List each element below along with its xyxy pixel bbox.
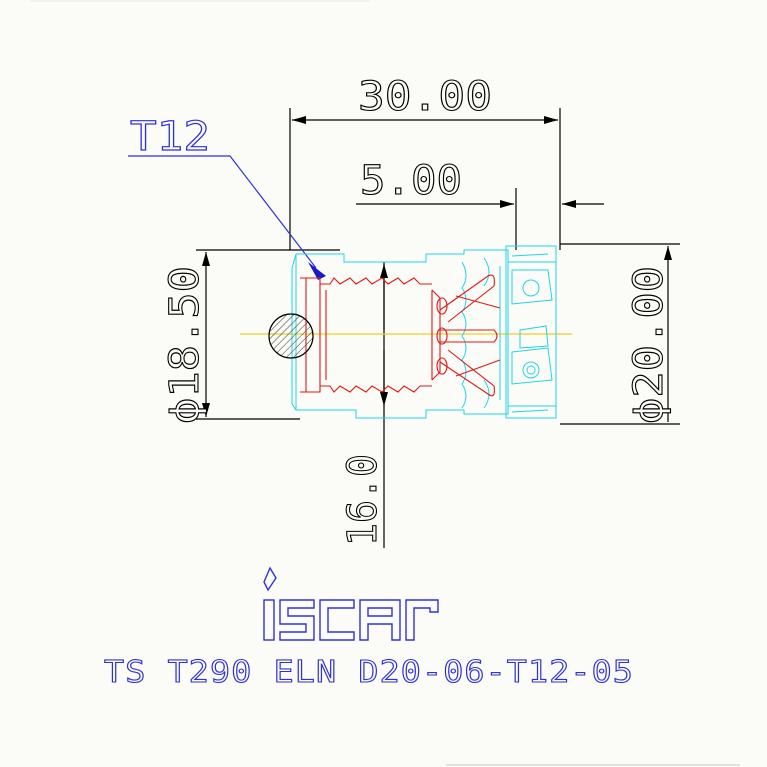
- dimension-insert-offset: 5.00: [356, 157, 604, 250]
- leader-arrowhead: [308, 262, 326, 280]
- dim-20-label: ϕ20.00: [626, 266, 672, 424]
- dimension-cutting-diameter: ϕ20.00: [560, 243, 680, 425]
- tool-body-outline: [291, 245, 557, 419]
- thread-section: [300, 274, 501, 397]
- dimension-shank-diameter: ϕ18.50: [161, 249, 340, 425]
- dimension-depth: 16.0: [339, 262, 388, 548]
- dim-18-label: ϕ18.50: [162, 266, 208, 424]
- dimension-overall-length: 30.00: [289, 73, 561, 250]
- dim-16-label: 16.0: [340, 454, 386, 546]
- dim-30-label: 30.00: [358, 74, 492, 120]
- thread-label: T12: [130, 114, 210, 160]
- dim-5-label: 5.00: [360, 158, 462, 204]
- section-circle: [268, 313, 314, 359]
- tool-designation: TS T290 ELN D20-06-T12-05: [104, 655, 634, 690]
- brand-logo: iscar: [263, 566, 439, 641]
- thread-callout: T12: [128, 113, 326, 280]
